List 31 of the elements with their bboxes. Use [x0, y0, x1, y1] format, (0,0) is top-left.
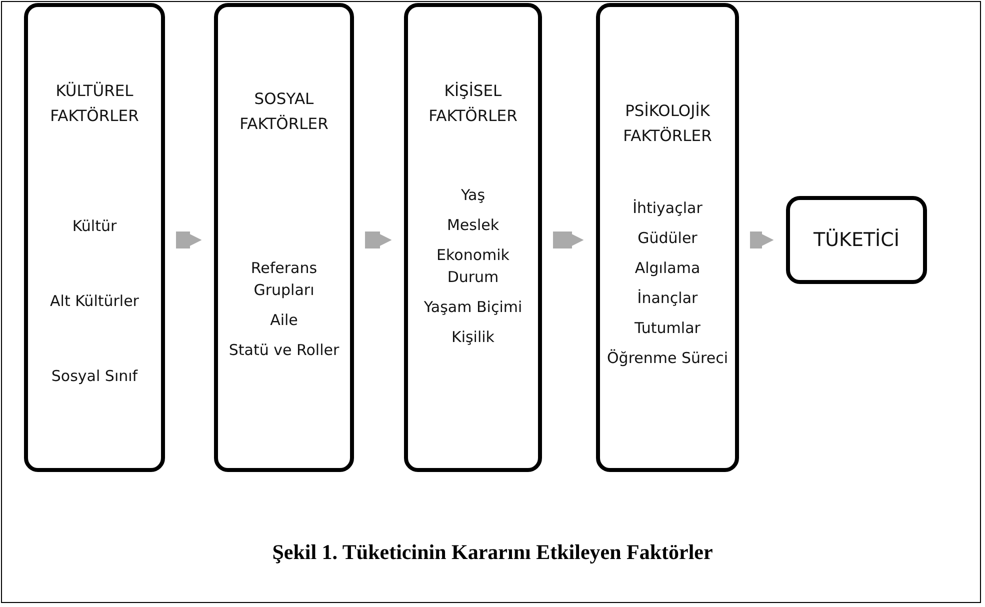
factor-item: Yaşam Biçimi — [422, 297, 524, 318]
block-arrow — [553, 232, 584, 248]
factor-item: Öğrenme Süreci — [606, 348, 730, 369]
factor-box — [24, 3, 165, 472]
block-arrow — [365, 232, 392, 248]
factor-item: Referans Grupları — [250, 258, 318, 301]
factor-box — [214, 3, 354, 472]
factor-item: Alt Kültürler — [49, 291, 140, 312]
factor-heading: SOSYAL FAKTÖRLER — [238, 89, 330, 135]
factor-heading: PSİKOLOJİK FAKTÖRLER — [622, 100, 713, 147]
factor-item: İhtiyaçlar — [632, 198, 704, 219]
factor-item: İnançlar — [636, 288, 699, 309]
factor-item: Meslek — [446, 215, 500, 236]
factor-box — [596, 3, 739, 472]
factor-item: Kültür — [71, 216, 118, 237]
factor-item: Tutumlar — [634, 318, 702, 339]
factor-item: Sosyal Sınıf — [50, 366, 139, 387]
factor-box — [404, 3, 542, 472]
factor-item: Kişilik — [450, 327, 496, 348]
node-label: TÜKETİCİ — [812, 229, 901, 251]
figure-caption: Şekil 1. Tüketicinin Kararını Etkileyen Faktörler — [271, 540, 714, 565]
factor-heading: KÜLTÜREL FAKTÖRLER — [49, 80, 140, 127]
factor-item: Güdüler — [636, 228, 698, 249]
factor-item: Yaş — [460, 185, 486, 206]
factor-heading: KİŞİSEL FAKTÖRLER — [428, 80, 518, 127]
factor-item: Ekonomik Durum — [436, 245, 510, 288]
factor-item: Statü ve Roller — [228, 340, 340, 361]
factor-item: Algılama — [634, 258, 702, 279]
factor-item: Aile — [269, 310, 299, 331]
block-arrow — [176, 232, 202, 248]
result-box — [786, 196, 927, 284]
